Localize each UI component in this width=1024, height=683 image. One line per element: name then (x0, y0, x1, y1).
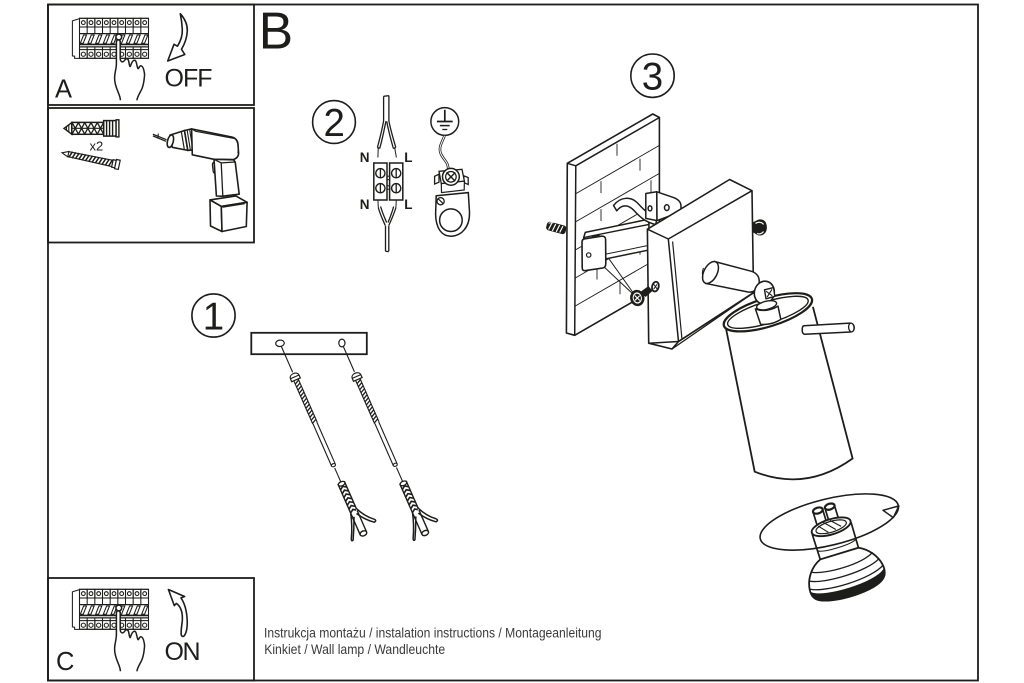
svg-text:B: B (259, 2, 293, 60)
svg-text:x2: x2 (90, 139, 104, 154)
svg-text:Kinkiet / Wall lamp / Wandleuc: Kinkiet / Wall lamp / Wandleuchte (264, 642, 445, 657)
svg-text:C: C (56, 648, 74, 676)
svg-text:A: A (55, 75, 72, 103)
svg-text:L: L (404, 197, 412, 212)
svg-text:2: 2 (323, 102, 344, 145)
svg-text:ON: ON (165, 638, 201, 666)
svg-text:N: N (360, 197, 370, 212)
svg-text:Instrukcja montażu / instalati: Instrukcja montażu / instalation instruc… (264, 625, 602, 640)
svg-text:1: 1 (203, 295, 224, 338)
svg-text:N: N (360, 150, 370, 165)
svg-text:OFF: OFF (165, 65, 213, 93)
svg-text:3: 3 (642, 56, 663, 99)
svg-text:L: L (404, 150, 412, 165)
